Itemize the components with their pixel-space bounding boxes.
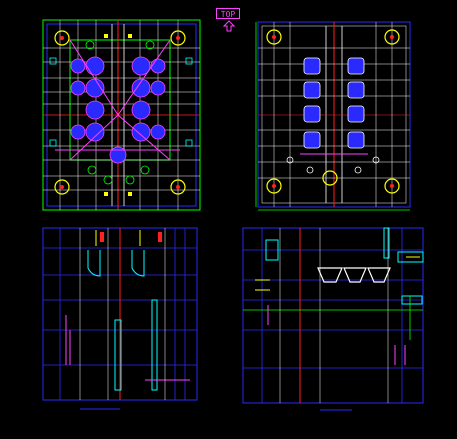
section-view-right [242,227,424,411]
arrow-up-icon [223,20,235,32]
plan-view-right [255,21,411,211]
section-view-left [42,227,198,410]
top-view-label: TOP [216,8,240,19]
plan-view-left [42,19,201,211]
